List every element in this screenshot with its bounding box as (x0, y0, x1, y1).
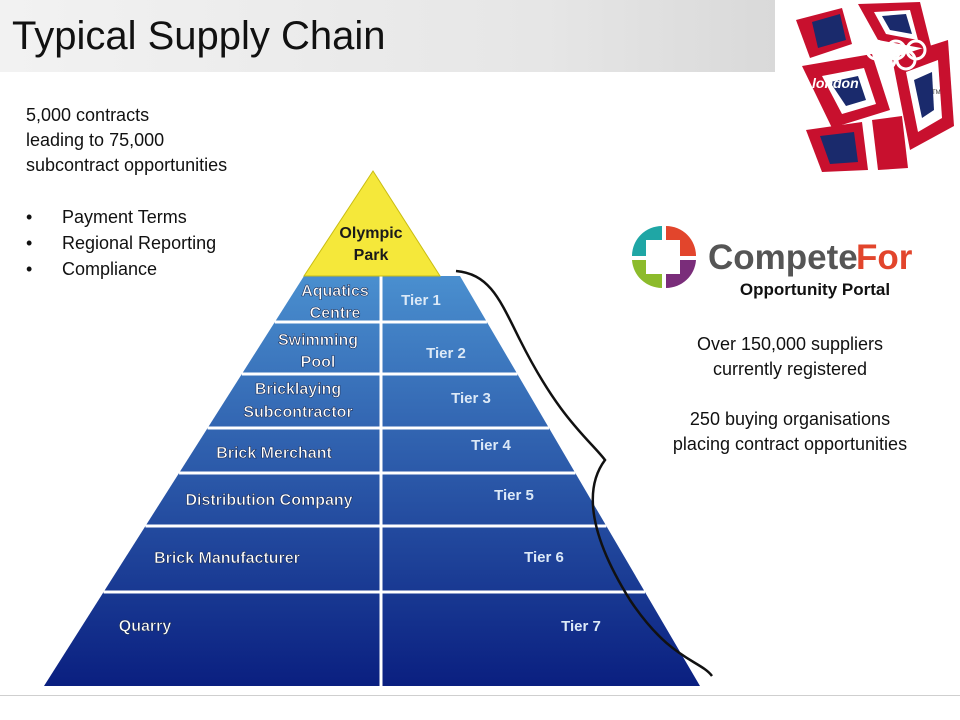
tier-3-name-label: Bricklaying (255, 381, 341, 398)
tier-4-number-label: Tier 4 (471, 437, 511, 454)
tier-1-number-label: Tier 1 (401, 292, 441, 309)
tier-7-name-label: Quarry (119, 618, 172, 635)
london-logo-tm: TM (932, 90, 941, 96)
tier-2-number-label: Tier 2 (426, 345, 466, 362)
competefor-logo-for: For (856, 238, 913, 277)
apex-label-line2: Park (354, 247, 389, 264)
tier-5-name-label: Distribution Company (185, 492, 352, 509)
tier-1-name-label: Aquatics (301, 283, 369, 300)
stat-line: currently registered (712, 359, 868, 379)
tier-3-number-label: Tier 3 (451, 390, 491, 407)
competefor-logo-compete: Compete (708, 238, 858, 277)
bullet-list: Payment Terms Regional Reporting Complia… (26, 204, 216, 282)
olympic-rings-icon (865, 39, 927, 71)
tier-dividers (103, 320, 645, 594)
bullet-item: Payment Terms (26, 204, 216, 230)
title-bar: Typical Supply Chain (0, 0, 775, 72)
tier-2-name-label: Pool (301, 354, 336, 371)
london-logo-text: london (812, 75, 859, 91)
intro-text: 5,000 contracts leading to 75,000 subcon… (26, 103, 326, 178)
tier-3-name-label: Subcontractor (243, 404, 352, 421)
bullet-item: Compliance (26, 256, 216, 282)
stat-line: Over 150,000 suppliers (696, 334, 884, 354)
pyramid-body (44, 276, 700, 686)
portal-stats: Over 150,000 suppliers currently registe… (645, 332, 935, 482)
tier-7-number-label: Tier 7 (561, 618, 601, 635)
tier-5-number-label: Tier 5 (494, 487, 534, 504)
stat-line: 250 buying organisations (689, 409, 891, 429)
london-2012-logo: london TM (782, 0, 960, 176)
footer-divider (0, 695, 960, 696)
bullet-item: Regional Reporting (26, 230, 216, 256)
apex-label-line1: Olympic (339, 225, 402, 242)
tier-6-number-label: Tier 6 (524, 549, 564, 566)
tier-2-name-label: Swimming (278, 332, 358, 349)
intro-line: 5,000 contracts (26, 105, 150, 125)
page-title: Typical Supply Chain (12, 14, 386, 58)
tier-1-name-label: Centre (310, 305, 361, 322)
stat-suppliers: Over 150,000 suppliers currently registe… (645, 332, 935, 382)
competefor-mark-icon (632, 226, 696, 288)
stat-line: placing contract opportunities (672, 434, 908, 454)
pyramid-apex (303, 170, 441, 277)
competefor-logo: Compete For (632, 226, 913, 288)
tier-6-name-label: Brick Manufacturer (154, 550, 300, 567)
stat-buyers: 250 buying organisations placing contrac… (645, 407, 935, 457)
intro-line: subcontract opportunities (26, 155, 228, 175)
intro-line: leading to 75,000 (26, 130, 165, 150)
bracket (455, 269, 713, 677)
portal-label: Opportunity Portal (739, 280, 891, 299)
tier-4-name-label: Brick Merchant (216, 445, 332, 462)
